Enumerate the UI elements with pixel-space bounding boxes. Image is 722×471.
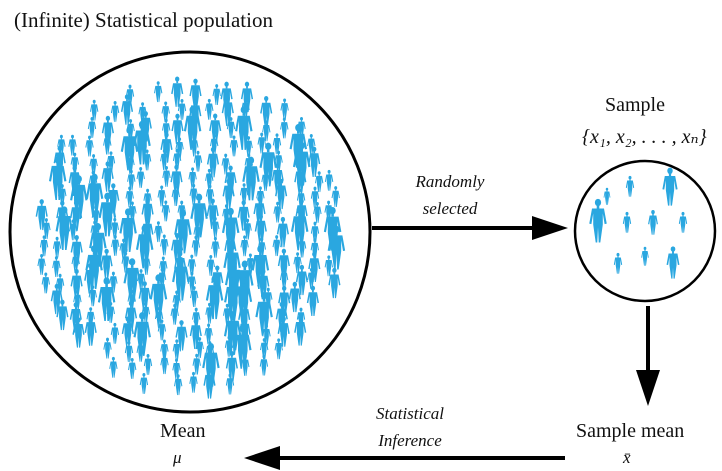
sample-mean-symbol: x̄	[623, 448, 631, 467]
arrow-down-icon	[636, 306, 660, 406]
population-title: (Infinite) Statistical population	[14, 8, 273, 32]
sample-set-notation: {x₁, x₂, . . . , xₙ}	[582, 126, 707, 148]
random-line-1: Randomly	[415, 172, 485, 191]
arrow-right-icon	[372, 216, 568, 240]
sample-mean-label: Sample mean	[576, 420, 685, 442]
sample-title: Sample	[605, 94, 665, 116]
random-line-2: selected	[422, 199, 478, 218]
arrow-left-icon	[244, 446, 565, 470]
mean-symbol: μ	[173, 448, 182, 467]
random-selection-label: Randomly selected	[400, 168, 500, 222]
statistical-inference-label: Statistical Inference	[355, 400, 465, 454]
inference-line-2: Inference	[378, 431, 442, 450]
inference-line-1: Statistical	[376, 404, 444, 423]
mean-label: Mean	[160, 420, 206, 442]
